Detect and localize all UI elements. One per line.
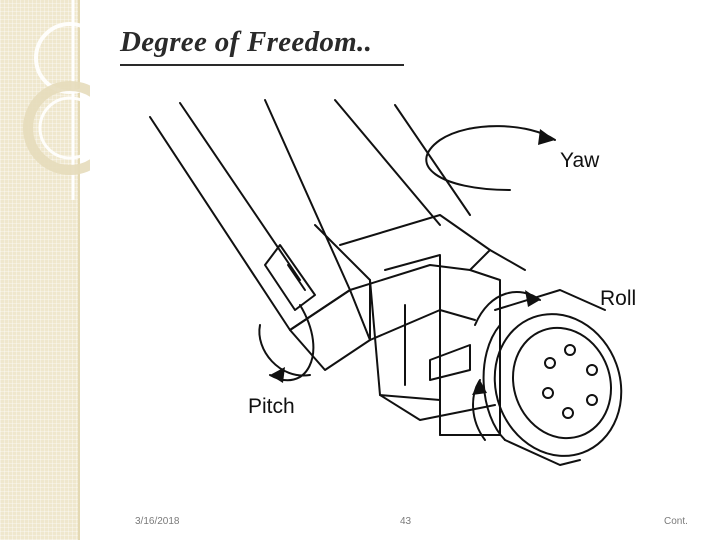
- roll-label: Roll: [600, 287, 636, 310]
- footer-page-number: 43: [400, 516, 411, 527]
- pitch-arrow: [270, 305, 313, 380]
- footer-date: 3/16/2018: [135, 516, 180, 527]
- slide-title: Degree of Freedom..: [120, 26, 372, 59]
- arm-link-drawing: [150, 100, 470, 330]
- yaw-arrow: [426, 126, 555, 190]
- decorative-circles: [0, 0, 90, 200]
- wrist-body-drawing: [340, 215, 525, 420]
- pitch-joint-drawing: [259, 225, 370, 376]
- robot-wrist-illustration: Yaw Roll Pitch: [140, 95, 660, 490]
- footer-note: Cont.: [664, 516, 688, 527]
- title-underline: [120, 64, 404, 66]
- yaw-label: Yaw: [560, 149, 600, 172]
- pitch-label: Pitch: [248, 395, 295, 418]
- robot-wrist-figure: Yaw Roll Pitch: [140, 95, 660, 490]
